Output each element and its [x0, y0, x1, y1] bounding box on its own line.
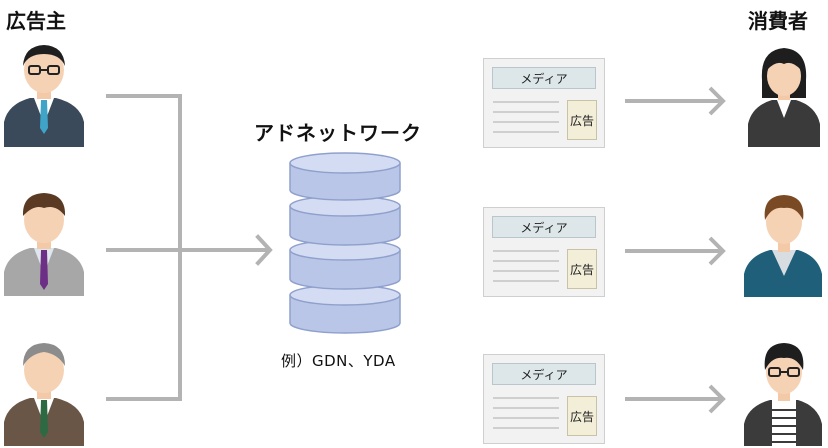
consumer-avatar-icon [748, 48, 820, 147]
advertiser-avatar-icon [4, 45, 84, 147]
text-line [493, 131, 559, 133]
consumer-heading: 消費者 [748, 9, 808, 33]
arrow-right-icon [625, 384, 726, 414]
advertiser-avatar-icon [4, 193, 84, 296]
arrow-right-icon [625, 236, 726, 266]
arrow-right-icon [625, 86, 726, 116]
ad-slot: 広告 [567, 396, 597, 436]
consumer-avatar-icon [744, 343, 822, 446]
media-title: メディア [492, 216, 596, 238]
media-title: メディア [492, 67, 596, 89]
ad-slot: 広告 [567, 249, 597, 289]
media-to-consumer-arrows [625, 86, 726, 414]
ad-network-title: アドネットワーク [254, 121, 422, 145]
text-line [493, 407, 559, 409]
arrow-to-network-icon [255, 234, 273, 266]
media-card: メディア 広告 [483, 207, 605, 297]
media-title: メディア [492, 363, 596, 385]
consumer-avatar-icon [744, 195, 822, 297]
ad-network-example: 例）GDN、YDA [281, 352, 396, 370]
text-line [493, 280, 559, 282]
text-line [493, 101, 559, 103]
media-card: メディア 広告 [483, 354, 605, 444]
database-icon [289, 152, 401, 334]
text-line [493, 260, 559, 262]
connector-bracket [106, 94, 182, 401]
text-line [493, 111, 559, 113]
text-line [493, 250, 559, 252]
text-line [493, 121, 559, 123]
media-card: メディア 広告 [483, 58, 605, 148]
text-line [493, 397, 559, 399]
advertiser-avatar-icon [4, 343, 84, 446]
ad-slot: 広告 [567, 100, 597, 140]
text-line [493, 427, 559, 429]
advertiser-connector-lines [106, 94, 273, 401]
text-line [493, 270, 559, 272]
advertiser-heading: 広告主 [6, 9, 66, 33]
text-line [493, 417, 559, 419]
